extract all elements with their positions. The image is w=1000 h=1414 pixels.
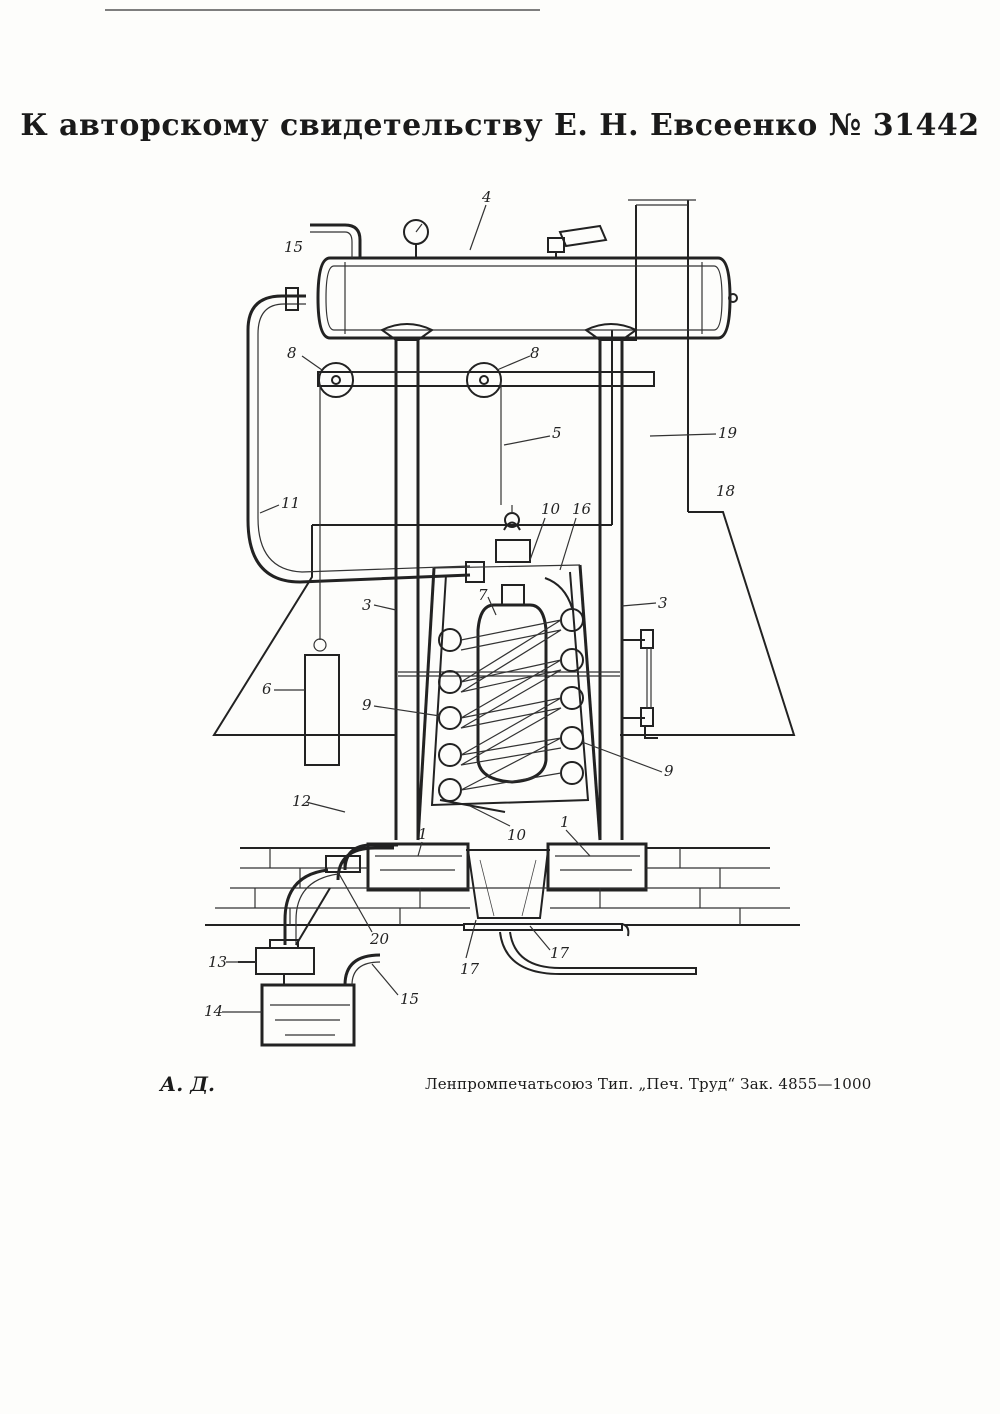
support-columns (382, 324, 636, 840)
callout-16: 16 (572, 500, 592, 518)
callout-3-left: 3 (362, 596, 372, 614)
callout-14: 14 (204, 1002, 223, 1020)
callout-8-right: 8 (530, 344, 540, 362)
gauge-glass (622, 630, 658, 738)
callout-1-left: 1 (418, 825, 428, 843)
callout-9-left: 9 (362, 696, 372, 714)
callout-10-top: 10 (541, 500, 561, 518)
inner-vessel (478, 505, 546, 782)
counterweight (305, 639, 339, 765)
printer-imprint: Ленпромпечатьсоюз Тип. „Печ. Труд“ Зак. … (425, 1075, 872, 1093)
callout-17-left: 17 (460, 960, 480, 978)
callout-3-right: 3 (658, 594, 668, 612)
callout-labels: 4 15 8 8 5 19 18 11 10 16 3 3 7 6 (204, 188, 738, 1020)
hose-11 (248, 288, 484, 582)
signature-initials: А. Д. (160, 1072, 215, 1096)
flue-stack (612, 200, 696, 525)
callout-15-bottom: 15 (400, 990, 419, 1008)
callout-4: 4 (481, 188, 492, 206)
callout-13: 13 (208, 953, 227, 971)
callout-7: 7 (478, 586, 488, 604)
heating-coil (439, 578, 583, 812)
callout-12: 12 (292, 792, 311, 810)
callout-8-left: 8 (287, 344, 297, 362)
callout-17-right: 17 (550, 944, 570, 962)
callout-11: 11 (281, 494, 300, 512)
callout-6: 6 (262, 680, 272, 698)
callout-20: 20 (369, 930, 390, 948)
callout-19: 19 (718, 424, 738, 442)
base-blocks (368, 844, 696, 974)
furnace-hood (214, 512, 794, 735)
callout-10-bottom: 10 (507, 826, 527, 844)
callout-1-right: 1 (560, 813, 570, 831)
callout-9-right: 9 (664, 762, 674, 780)
callout-18: 18 (716, 482, 735, 500)
callout-15-top: 15 (284, 238, 303, 256)
callout-5: 5 (552, 424, 562, 442)
air-receiver-tank (310, 220, 737, 338)
